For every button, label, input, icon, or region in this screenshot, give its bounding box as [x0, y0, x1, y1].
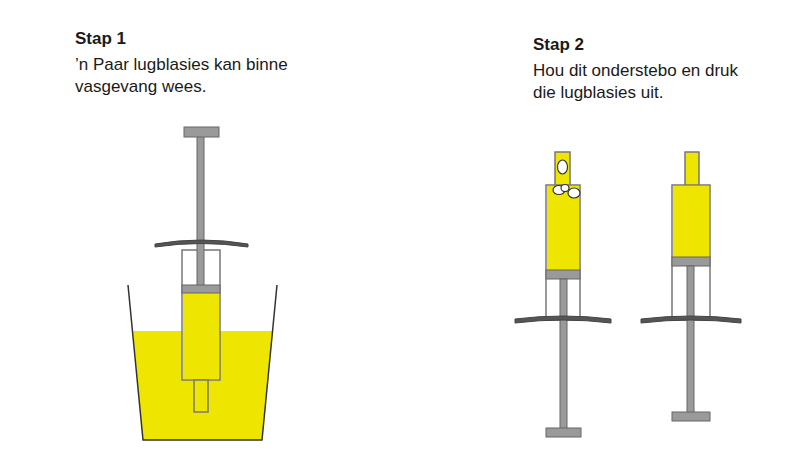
- flange: [641, 316, 741, 323]
- plunger-rod: [560, 279, 567, 430]
- step-instruction: ’n Paar lugblasies kan binne vasgevang w…: [75, 54, 325, 98]
- plunger-rod: [197, 135, 204, 287]
- barrel-liquid: [673, 186, 709, 258]
- flange: [515, 316, 611, 323]
- step-instruction: Hou dit onderstebo en druk die lugblasie…: [533, 60, 755, 104]
- nozzle: [194, 380, 208, 412]
- barrel-liquid: [183, 292, 219, 379]
- plunger-rod: [687, 266, 694, 414]
- plunger-head: [546, 270, 580, 279]
- flange: [155, 240, 248, 247]
- air-bubble: [568, 188, 580, 198]
- plunger-head: [672, 257, 710, 266]
- nozzle: [685, 152, 699, 186]
- step-heading: Stap 2: [533, 34, 783, 56]
- nozzle: [555, 152, 570, 186]
- plunger-head: [182, 285, 220, 293]
- cup: [128, 285, 277, 440]
- plunger-cap: [184, 127, 219, 137]
- plunger-cap: [672, 412, 710, 421]
- plunger-cap: [546, 428, 581, 437]
- air-bubble: [558, 160, 568, 174]
- air-bubble: [561, 185, 569, 192]
- step-heading: Stap 1: [75, 28, 325, 50]
- barrel-liquid: [547, 186, 579, 271]
